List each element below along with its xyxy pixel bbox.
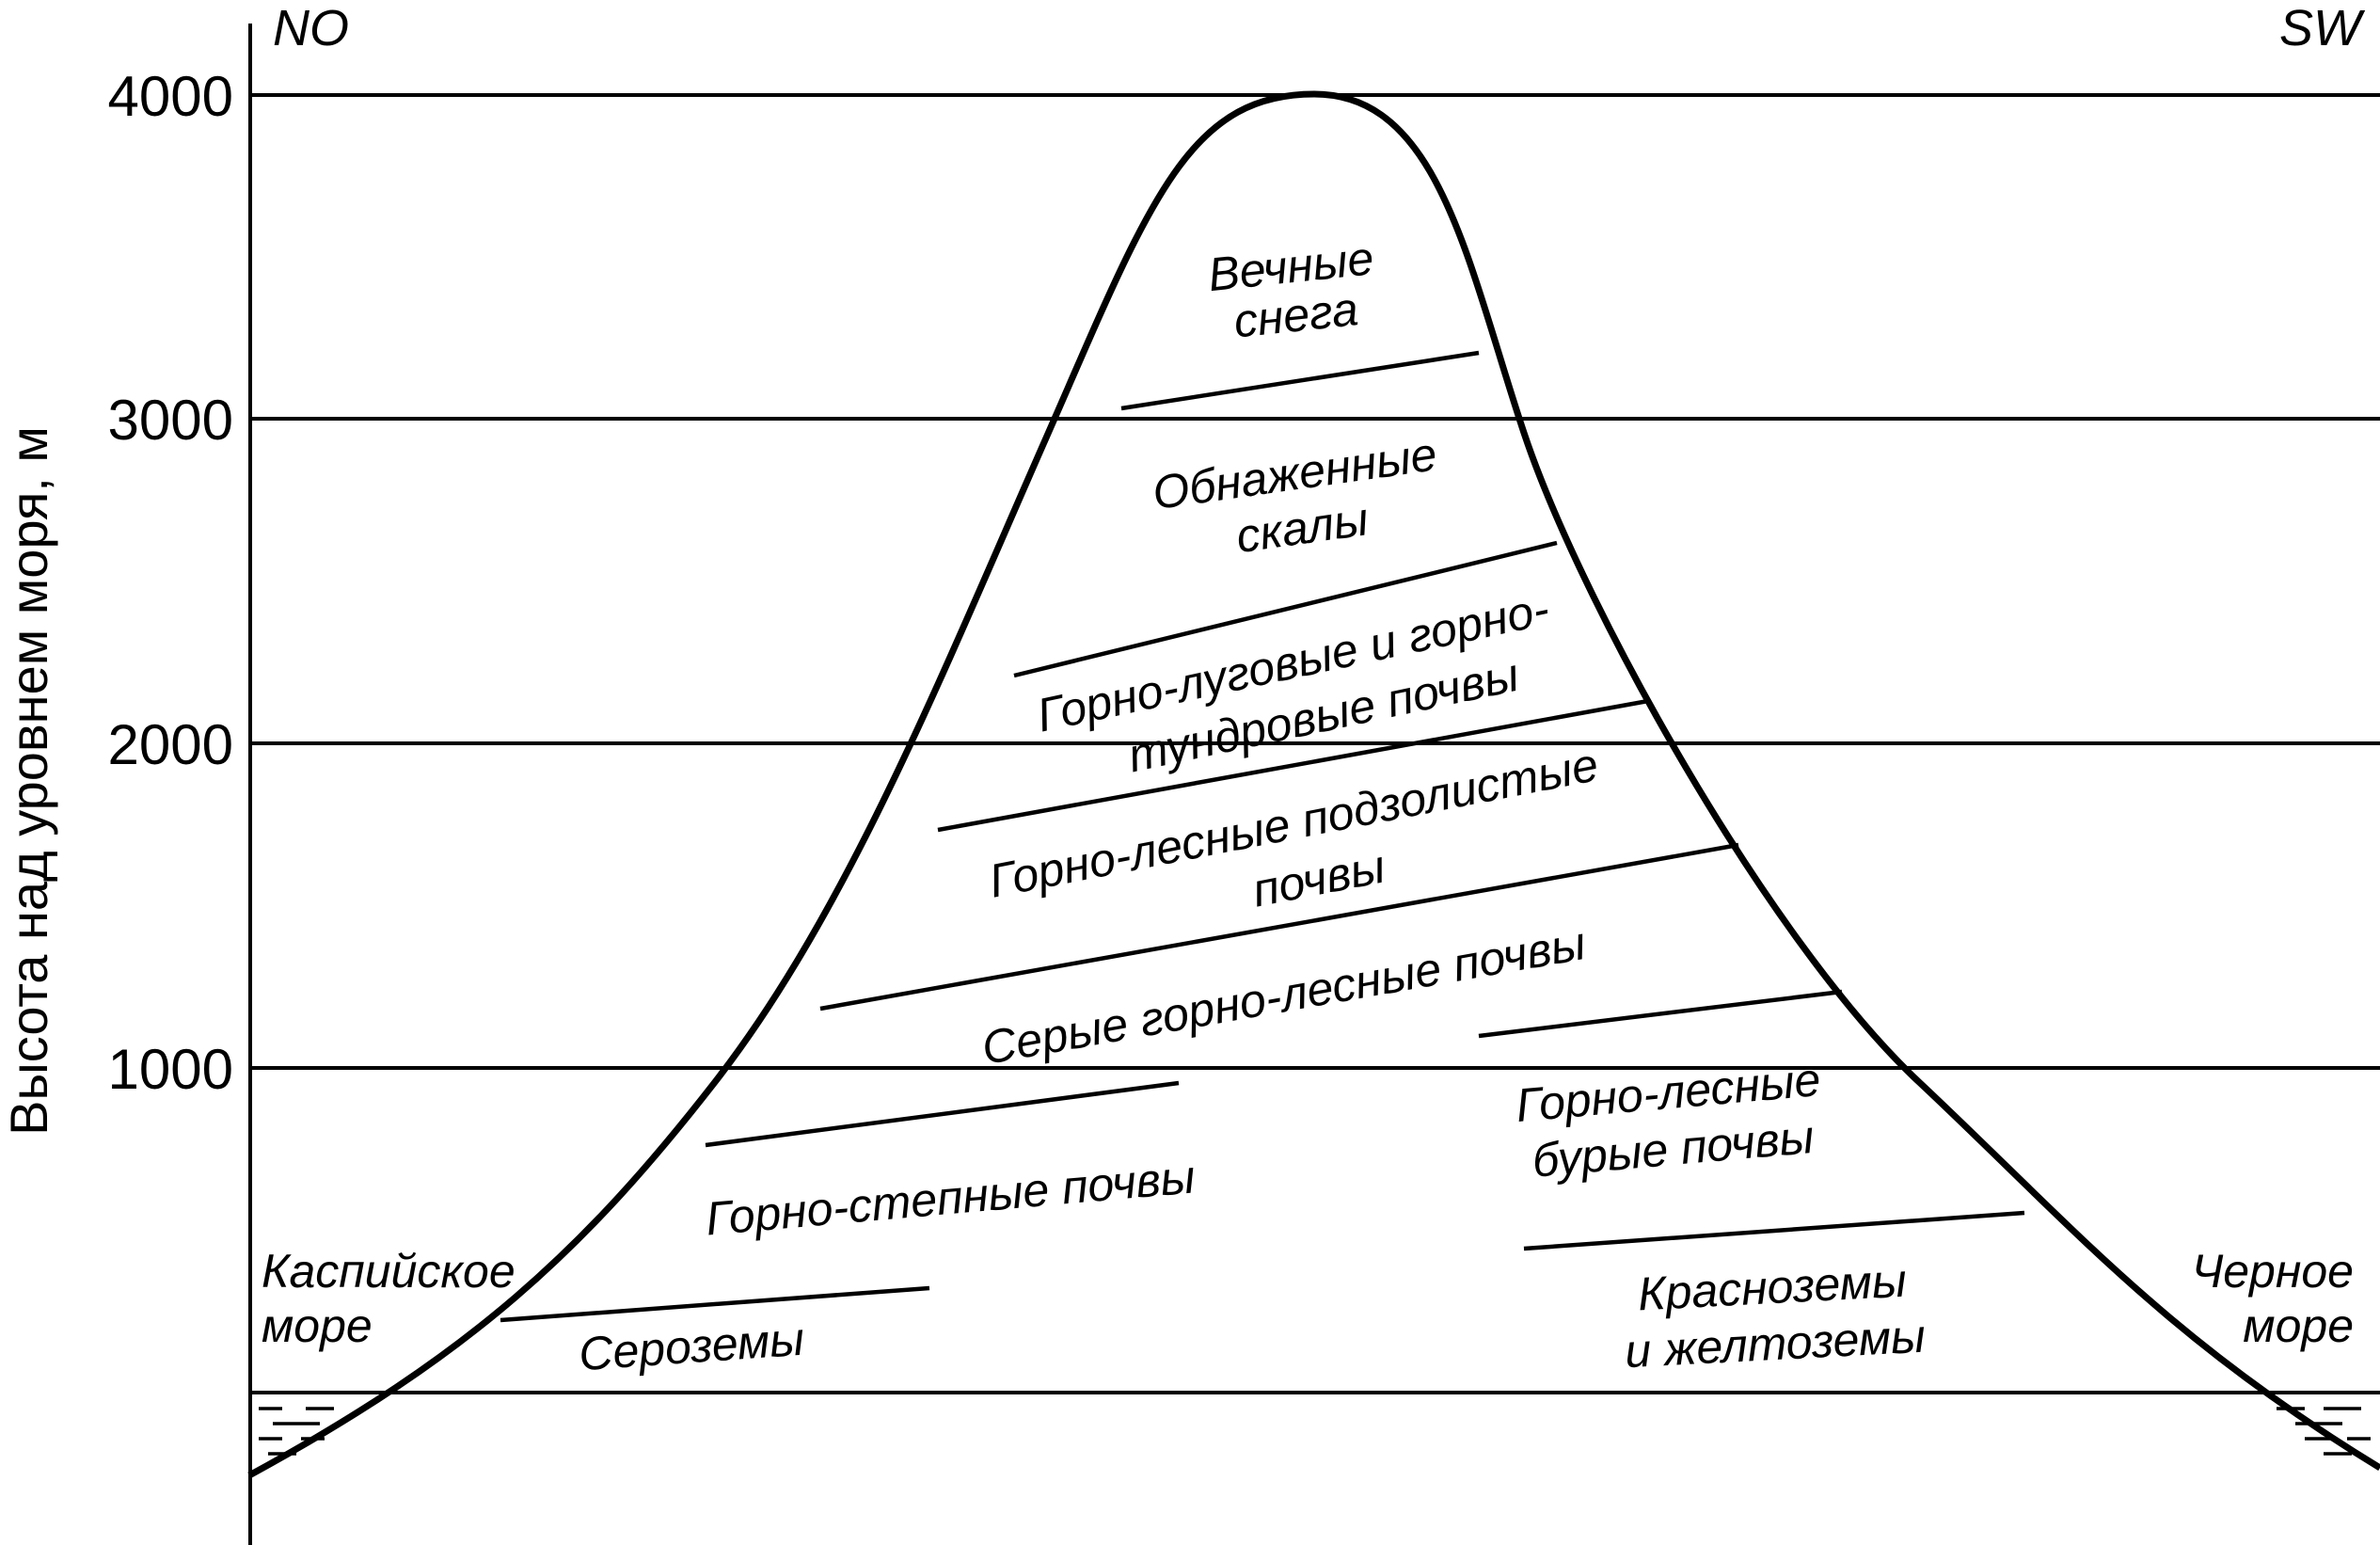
sea-label-line: море: [2243, 1299, 2354, 1352]
y-tick-3000: 3000: [108, 389, 233, 452]
mountain-profile: [247, 90, 2380, 1479]
zone-bare-rocks: Обнаженные скалы: [1150, 427, 1440, 563]
boundary-podzolic-gray: [819, 842, 1739, 1011]
zone-label-line: и желтоземы: [1624, 1310, 1927, 1378]
sea-label-line: Каспийское: [262, 1245, 516, 1298]
zone-krasnozem: Красноземы и желтоземы: [1624, 1254, 1927, 1378]
zone-steppe: Горно-степные почвы: [704, 1150, 1198, 1245]
zone-label-line: Серые горно-лесные почвы: [978, 916, 1590, 1075]
y-tick-4000: 4000: [108, 65, 233, 128]
sea-label-line: Черное: [2192, 1245, 2354, 1298]
sea-label-line: море: [262, 1299, 373, 1352]
boundary-snow-rocks: [1120, 350, 1480, 411]
boundary-meadow-podzolic: [937, 698, 1649, 833]
boundary-rocks-meadow: [1013, 540, 1558, 678]
y-tick-1000: 1000: [108, 1038, 233, 1101]
zone-eternal-snow: Вечные снега: [1206, 231, 1376, 348]
boundary-brown-krasnozem: [1523, 1210, 2025, 1251]
boundary-gray-brown: [1478, 989, 1843, 1039]
sea-label-black: Черное море: [2192, 1245, 2354, 1352]
zone-label-line: Красноземы: [1637, 1254, 1908, 1321]
direction-left: NO: [273, 0, 349, 56]
zone-brown-forest: Горно-лесные бурые почвы: [1514, 1053, 1822, 1187]
y-axis-title: Высота над уровнем моря, м: [0, 426, 58, 1136]
zone-label-line: Горно-степные почвы: [704, 1150, 1198, 1245]
zone-label-line: Сероземы: [577, 1313, 805, 1381]
sea-label-caspian: Каспийское море: [262, 1245, 516, 1352]
boundary-steppe-sierozem: [500, 1285, 930, 1323]
direction-right: SW: [2279, 0, 2366, 56]
y-tick-2000: 2000: [108, 713, 233, 776]
zone-sierozem: Сероземы: [577, 1313, 805, 1381]
zone-label-line: снега: [1231, 282, 1360, 348]
boundary-gray-steppe: [705, 1080, 1180, 1148]
zone-gray-forest: Серые горно-лесные почвы: [978, 916, 1590, 1075]
